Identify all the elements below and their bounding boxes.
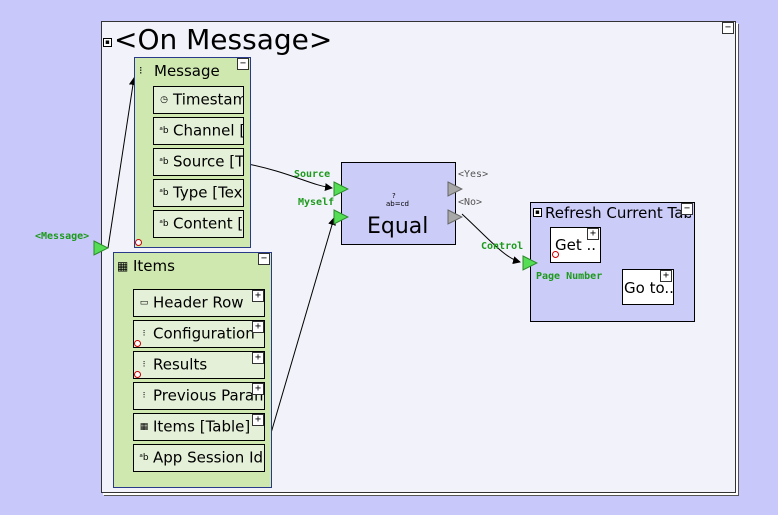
equal-node[interactable] bbox=[341, 162, 456, 245]
text-icon: ᵃb bbox=[159, 187, 169, 198]
items-field[interactable]: ⁝Results bbox=[133, 351, 265, 379]
expand-button[interactable]: + bbox=[252, 414, 264, 426]
goto-node-label: Go to.. bbox=[624, 279, 674, 297]
items-field[interactable]: ▦Items [Table] bbox=[133, 413, 265, 441]
struct-icon: ⁝ bbox=[139, 64, 143, 77]
error-marker-icon bbox=[134, 340, 141, 347]
message-port[interactable] bbox=[93, 240, 109, 256]
struct-icon: ⁝ bbox=[142, 390, 146, 401]
struct-icon: ⁝ bbox=[142, 328, 146, 339]
message-to-message-box-line bbox=[107, 77, 137, 249]
row-icon: ▭ bbox=[139, 297, 149, 308]
subprocess-icon: ▪ bbox=[533, 208, 542, 217]
get-expand-button[interactable]: + bbox=[587, 228, 599, 240]
no-port[interactable] bbox=[447, 209, 463, 225]
yes-port-label: <Yes> bbox=[458, 169, 489, 180]
text-icon: ᵃb bbox=[139, 452, 149, 463]
session-to-equal-line bbox=[263, 217, 336, 458]
myself-port[interactable] bbox=[333, 209, 349, 225]
goto-node[interactable]: Go to.. bbox=[622, 269, 674, 305]
myself-port-label: Myself bbox=[298, 197, 335, 208]
items-field[interactable]: ⁝Previous Param bbox=[133, 382, 265, 410]
items-collapse-button[interactable]: − bbox=[258, 253, 270, 265]
page-number-port-label: Page Number bbox=[536, 271, 603, 282]
yes-port[interactable] bbox=[447, 181, 463, 197]
items-field[interactable]: ⁝Configuration bbox=[133, 320, 265, 348]
source-port-label: Source bbox=[294, 169, 331, 180]
struct-icon: ⁝ bbox=[142, 359, 146, 370]
compare-icon: ? bbox=[392, 192, 396, 200]
goto-expand-button[interactable]: + bbox=[660, 270, 672, 282]
refresh-node-title: Refresh Current Tab.. bbox=[545, 204, 691, 222]
expand-button[interactable]: + bbox=[252, 383, 264, 395]
message-collapse-button[interactable]: − bbox=[237, 58, 249, 70]
frame-collapse-button[interactable]: − bbox=[722, 22, 734, 34]
table-icon: ▦ bbox=[117, 259, 129, 273]
expand-button[interactable]: + bbox=[252, 290, 264, 302]
error-marker-icon bbox=[135, 239, 142, 246]
source-to-equal-line bbox=[242, 162, 333, 192]
get-node-label: Get .. bbox=[555, 236, 597, 254]
items-field[interactable]: ▭Header Row bbox=[133, 289, 265, 317]
message-box-title: Message bbox=[154, 62, 220, 80]
message-field[interactable]: ◷Timestam bbox=[153, 86, 244, 114]
compare-subtitle: ab=cd bbox=[386, 200, 409, 208]
error-marker-icon bbox=[552, 251, 559, 258]
frame-title: <On Message> bbox=[114, 23, 333, 56]
clock-icon: ◷ bbox=[160, 94, 168, 105]
table-icon: ▦ bbox=[139, 421, 149, 432]
control-port[interactable] bbox=[522, 255, 538, 271]
expand-button[interactable]: + bbox=[252, 321, 264, 333]
equal-node-title: Equal bbox=[367, 214, 429, 239]
error-marker-icon bbox=[134, 371, 141, 378]
frame-icon: ▪ bbox=[103, 38, 112, 47]
text-icon: ᵃb bbox=[159, 156, 169, 167]
text-icon: ᵃb bbox=[159, 218, 169, 229]
text-icon: ᵃb bbox=[159, 125, 169, 136]
items-box-title: Items bbox=[133, 257, 175, 275]
message-port-label: <Message> bbox=[35, 231, 90, 242]
control-port-label: Control bbox=[481, 241, 524, 252]
no-to-refresh-line bbox=[461, 213, 521, 265]
source-port[interactable] bbox=[333, 181, 349, 197]
expand-button[interactable]: + bbox=[252, 352, 264, 364]
no-port-label: <No> bbox=[458, 197, 483, 208]
refresh-collapse-button[interactable]: − bbox=[681, 203, 693, 215]
